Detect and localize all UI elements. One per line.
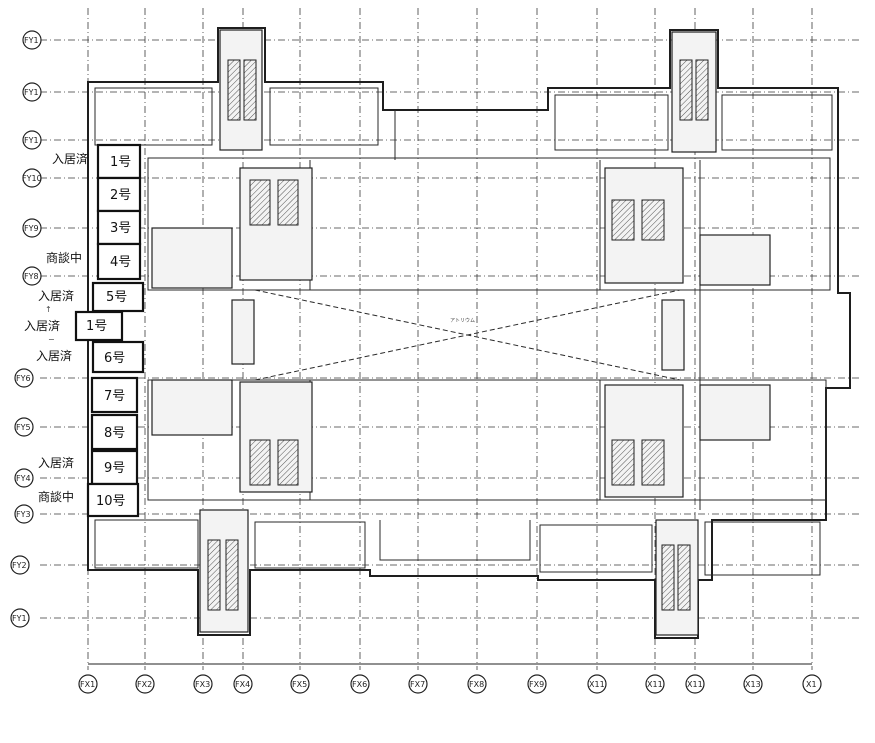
- unit-boxes: 1号 2号 3号 4号 5号 1号 6号 7号 8号 9号 10号: [74, 143, 145, 518]
- core-atrium-right: [661, 299, 685, 371]
- atrium-label: アトリウム: [450, 317, 475, 324]
- status-unit-5: 入居済: [38, 288, 74, 303]
- building-walls: [87, 27, 851, 639]
- unit-label-6: 6号: [104, 351, 125, 366]
- unit-label-3: 3号: [110, 221, 131, 236]
- bubble-fx3: FX3: [195, 680, 210, 689]
- status-unit-10: 商談中: [38, 489, 74, 504]
- unit-label-10: 10号: [96, 494, 126, 509]
- unit-1[interactable]: [96, 143, 142, 180]
- bubble-fx1: FX1: [80, 680, 95, 689]
- bubble-x1: X1: [806, 680, 817, 689]
- unit-2[interactable]: [96, 176, 142, 213]
- unit-label-9: 9号: [104, 461, 125, 476]
- bubble-fy6: FY6: [16, 374, 31, 383]
- bubble-fy9: FY9: [24, 224, 39, 233]
- core-left-lower: [151, 379, 233, 436]
- bubble-fx7: FX7: [410, 680, 425, 689]
- bubble-x13: X13: [745, 680, 761, 689]
- bubble-fy1a: FY1: [24, 36, 39, 45]
- bubble-fy2: FY2: [12, 561, 27, 570]
- unit-6[interactable]: [91, 340, 145, 374]
- bubble-fy8: FY8: [24, 272, 39, 281]
- unit-label-4: 4号: [110, 255, 131, 270]
- unit-7[interactable]: [90, 376, 139, 414]
- unit-10[interactable]: [86, 482, 140, 518]
- core-top-right: [671, 31, 717, 153]
- status-unit-9: 入居済: [38, 455, 74, 470]
- unit-3[interactable]: [96, 209, 142, 246]
- unit-4[interactable]: [96, 242, 142, 281]
- unit-label-8: 8号: [104, 426, 125, 441]
- bubble-fx5: FX5: [292, 680, 307, 689]
- unit-label-7: 7号: [104, 389, 125, 404]
- status-labels: 入居済 商談中 入居済 ↑ 入居済 − 入居済 入居済 商談中: [24, 151, 88, 504]
- atrium: アトリウム: [254, 289, 681, 381]
- cores: [151, 29, 771, 636]
- unit-8[interactable]: [90, 413, 139, 451]
- bubble-fy10: FY10: [22, 174, 42, 183]
- bubble-x11c: X11: [687, 680, 703, 689]
- bubble-fx2: FX2: [137, 680, 152, 689]
- core-bottom-left: [199, 509, 249, 633]
- unit-1b[interactable]: [74, 310, 124, 342]
- bubble-fy3: FY3: [16, 510, 31, 519]
- bubble-fx4: FX4: [235, 680, 250, 689]
- status-unit-1b: 入居済: [24, 318, 60, 333]
- arrow-mark: ↑: [45, 305, 52, 314]
- grid-bubbles-bottom: FX1 FX2 FX3 FX4 FX5 FX6 FX7 FX8 FX9 X11 …: [78, 674, 822, 694]
- core-right-upper: [699, 234, 771, 286]
- bubble-x11b: X11: [647, 680, 663, 689]
- core-atrium-left: [231, 299, 255, 365]
- bubble-fy5: FY5: [16, 423, 31, 432]
- unit-label-5: 5号: [106, 290, 127, 305]
- bubble-fx9: FX9: [529, 680, 544, 689]
- grid-bubbles-left: FY1 FY1 FY1 FY10 FY9 FY8 FY6 FY5 FY4 FY3…: [10, 30, 42, 628]
- core-right-lower: [699, 384, 771, 441]
- status-unit-6: 入居済: [36, 348, 72, 363]
- bubble-x11a: X11: [589, 680, 605, 689]
- status-unit-4: 商談中: [46, 250, 82, 265]
- unit-label-1: 1号: [110, 155, 131, 170]
- unit-label-2: 2号: [110, 188, 131, 203]
- unit-label-1b: 1号: [86, 319, 107, 334]
- status-unit-1: 入居済: [52, 151, 88, 166]
- bubble-fy4: FY4: [16, 474, 31, 483]
- bubble-fy1d: FY1: [12, 614, 27, 623]
- unit-5[interactable]: [91, 281, 145, 313]
- unit-9[interactable]: [90, 449, 139, 486]
- core-left-upper: [151, 227, 233, 289]
- sub-dash: −: [48, 335, 55, 344]
- bubble-fx6: FX6: [352, 680, 367, 689]
- bubble-fx8: FX8: [469, 680, 484, 689]
- grid-lines-horizontal: [40, 39, 860, 619]
- bubble-fy1b: FY1: [24, 88, 39, 97]
- bubble-fy1c: FY1: [24, 136, 39, 145]
